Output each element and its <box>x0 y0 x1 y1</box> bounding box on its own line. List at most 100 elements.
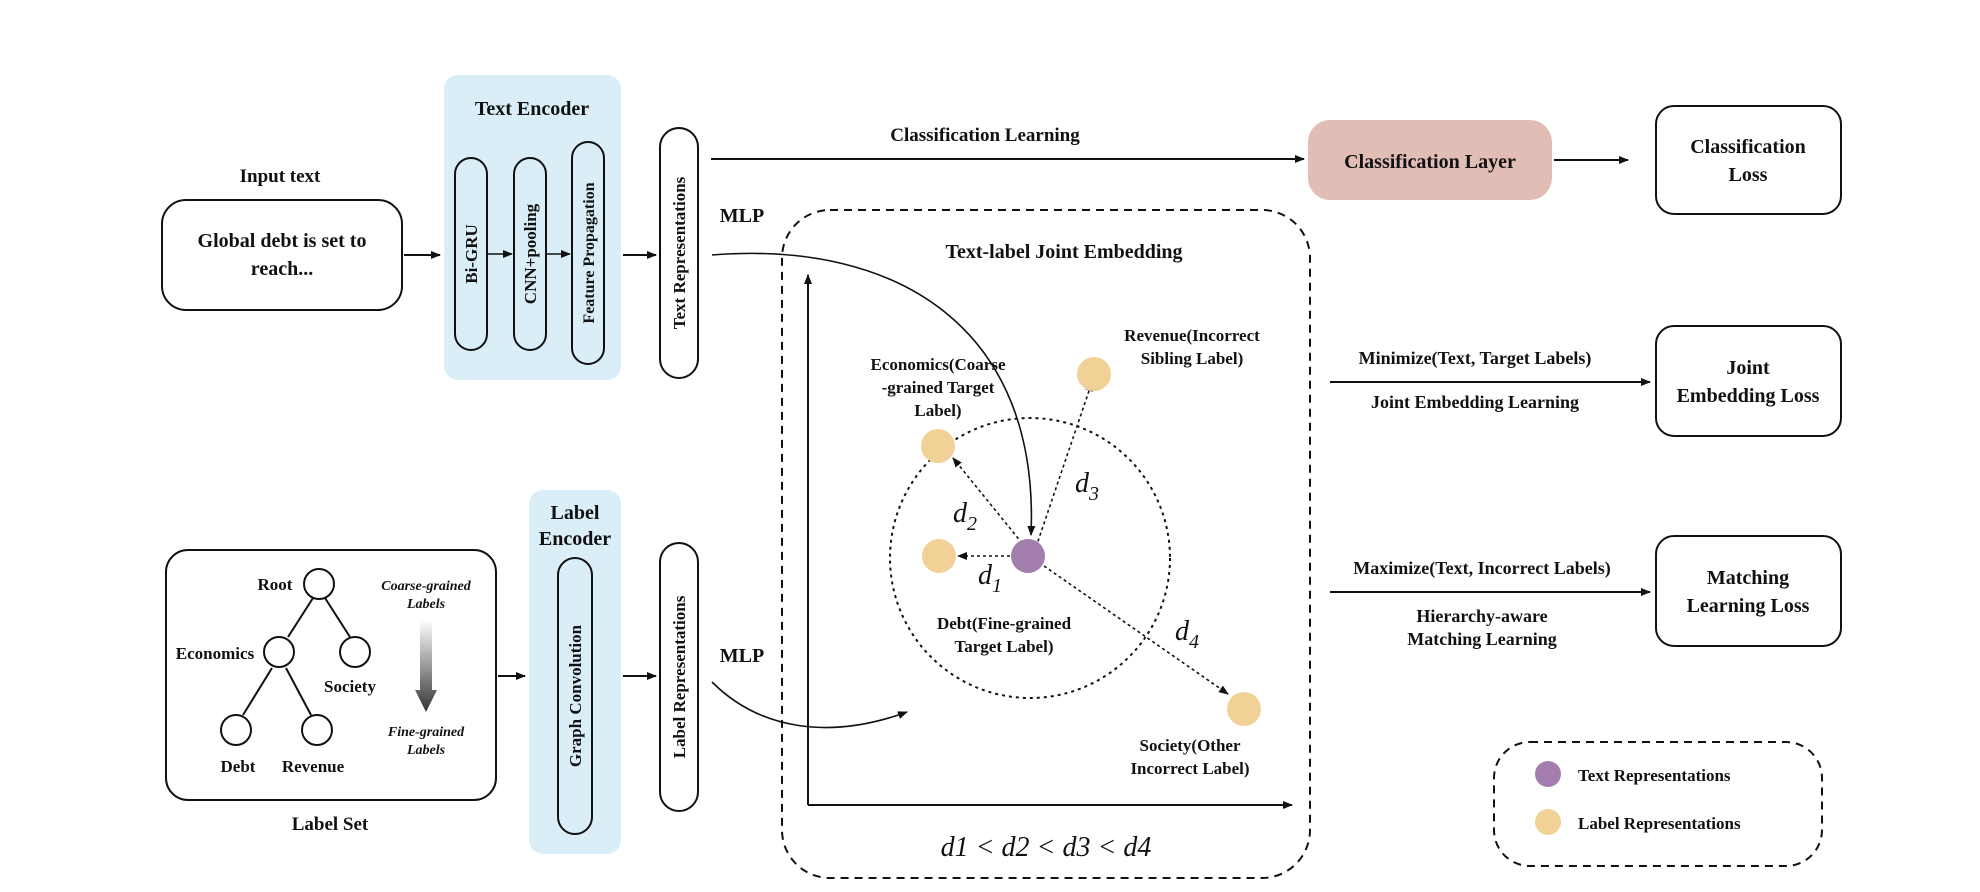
input-text-line2: reach... <box>251 258 313 280</box>
classification-layer-box <box>1308 120 1552 200</box>
label-representations-label: Label Representations <box>670 595 689 758</box>
coarse-grained-line2: Labels <box>406 597 446 612</box>
d3-label: d3 <box>1075 468 1099 505</box>
graph-convolution-label: Graph Convolution <box>566 624 585 767</box>
society-label-line2: Incorrect Label) <box>1130 759 1249 778</box>
d2-symbol: d <box>953 498 968 529</box>
label-encoder-panel <box>529 490 621 854</box>
joint-embedding-loss-line2: Embedding Loss <box>1677 385 1820 407</box>
legend-text-swatch <box>1535 761 1561 787</box>
tree-node-society <box>339 636 371 668</box>
text-encoder-panel <box>444 75 621 380</box>
cnn-pooling-layer <box>513 157 547 351</box>
joint-embedding-loss-box <box>1655 325 1842 437</box>
d4-subscript: 4 <box>1189 631 1199 653</box>
feature-propagation-layer <box>571 141 605 365</box>
economics-label-line2: -grained Target <box>882 378 995 397</box>
mlp-bottom-label: MLP <box>720 645 764 667</box>
tree-node-root <box>303 568 335 600</box>
bigru-label: Bi-GRU <box>462 224 481 284</box>
label-encoder-title-line2: Encoder <box>539 528 611 550</box>
tree-label-root: Root <box>258 575 293 594</box>
joint-embedding-loss-line1: Joint <box>1726 357 1770 379</box>
arrow-mlp-bottom <box>711 681 908 729</box>
d4-arrow <box>1043 565 1229 695</box>
tree-edge-economics-debt <box>242 667 273 716</box>
joint-embedding-frame <box>781 209 1311 879</box>
revenue-label-line1: Revenue(Incorrect <box>1124 326 1260 345</box>
d2-arrow <box>952 457 1027 549</box>
revenue-label-line2: Sibling Label) <box>1141 349 1244 368</box>
cnn-pooling-label: CNN+pooling <box>521 203 540 304</box>
matching-loss-line2: Learning Loss <box>1687 595 1810 617</box>
maximize-label: Maximize(Text, Incorrect Labels) <box>1353 558 1610 579</box>
tree-node-debt <box>220 714 252 746</box>
tree-label-society: Society <box>324 677 376 696</box>
legend-label-representations: Label Representations <box>1578 814 1741 833</box>
distance-formula-text: d1 < d2 < d3 < d4 <box>941 832 1152 863</box>
matching-learning-label: Matching Learning <box>1407 629 1557 649</box>
hierarchy-aware-label: Hierarchy-aware <box>1416 606 1547 626</box>
d1-symbol: d <box>978 560 993 591</box>
tree-label-revenue: Revenue <box>282 757 345 776</box>
classification-loss-box <box>1655 105 1842 215</box>
d3-arrow <box>1035 381 1093 548</box>
tree-node-revenue <box>301 714 333 746</box>
tree-label-debt: Debt <box>221 757 256 776</box>
mlp-top-label: MLP <box>720 205 764 227</box>
input-caption: Input text <box>240 166 321 187</box>
classification-loss-line1: Classification <box>1690 136 1806 158</box>
label-point-revenue <box>1077 357 1111 391</box>
legend-text-representations: Text Representations <box>1578 766 1731 785</box>
tree-edge-economics-revenue <box>285 667 312 716</box>
label-representations-box <box>659 542 699 812</box>
arrow-mlp-top <box>711 252 1036 536</box>
joint-embedding-title: Text-label Joint Embedding <box>945 241 1182 263</box>
text-representations-box <box>659 127 699 379</box>
d3-subscript: 3 <box>1088 483 1099 505</box>
d3-symbol: d <box>1075 468 1090 499</box>
label-point-debt <box>922 539 956 573</box>
d4-label: d4 <box>1175 616 1199 653</box>
d4-symbol: d <box>1175 616 1190 647</box>
tree-label-economics: Economics <box>176 644 255 663</box>
coarse-grained-line1: Coarse-grained <box>381 579 471 594</box>
matching-learning-loss-box <box>1655 535 1842 647</box>
label-encoder-title-line1: Label <box>551 502 600 524</box>
debt-label-line1: Debt(Fine-grained <box>937 614 1072 633</box>
matching-loss-line1: Matching <box>1707 567 1789 589</box>
input-text-line1: Global debt is set to <box>198 230 367 252</box>
input-text-box <box>161 199 403 311</box>
label-point-society <box>1227 692 1261 726</box>
d2-subscript: 2 <box>967 513 977 535</box>
joint-embedding-learning-label: Joint Embedding Learning <box>1371 392 1579 412</box>
feature-propagation-label: Feature Propagation <box>581 182 598 323</box>
tree-node-economics <box>263 636 295 668</box>
tree-edge-root-economics <box>287 597 314 638</box>
economics-label-line1: Economics(Coarse <box>870 355 1005 374</box>
label-set-caption: Label Set <box>292 814 369 835</box>
debt-label-line2: Target Label) <box>954 637 1053 656</box>
minimize-label: Minimize(Text, Target Labels) <box>1359 348 1592 369</box>
fine-grained-line1: Fine-grained <box>387 725 465 740</box>
legend-box <box>1493 741 1823 867</box>
target-region-circle <box>889 417 1171 699</box>
d1-subscript: 1 <box>992 575 1002 597</box>
legend-label-swatch <box>1535 809 1561 835</box>
text-encoder-title: Text Encoder <box>475 98 589 120</box>
d2-label: d2 <box>953 498 977 535</box>
label-point-economics <box>921 429 955 463</box>
distance-formula: d1 < d2 < d3 < d4 <box>941 832 1152 863</box>
text-point <box>1011 539 1045 573</box>
bigru-layer <box>454 157 488 351</box>
classification-loss-line2: Loss <box>1729 164 1768 186</box>
fine-grained-line2: Labels <box>406 743 446 758</box>
society-label-line1: Society(Other <box>1139 736 1240 755</box>
graph-convolution-layer <box>557 557 593 835</box>
coarse-to-fine-arrow <box>415 620 437 712</box>
classification-layer-label: Classification Layer <box>1344 151 1516 173</box>
d1-label: d1 <box>978 560 1002 597</box>
tree-edge-root-society <box>324 597 351 638</box>
